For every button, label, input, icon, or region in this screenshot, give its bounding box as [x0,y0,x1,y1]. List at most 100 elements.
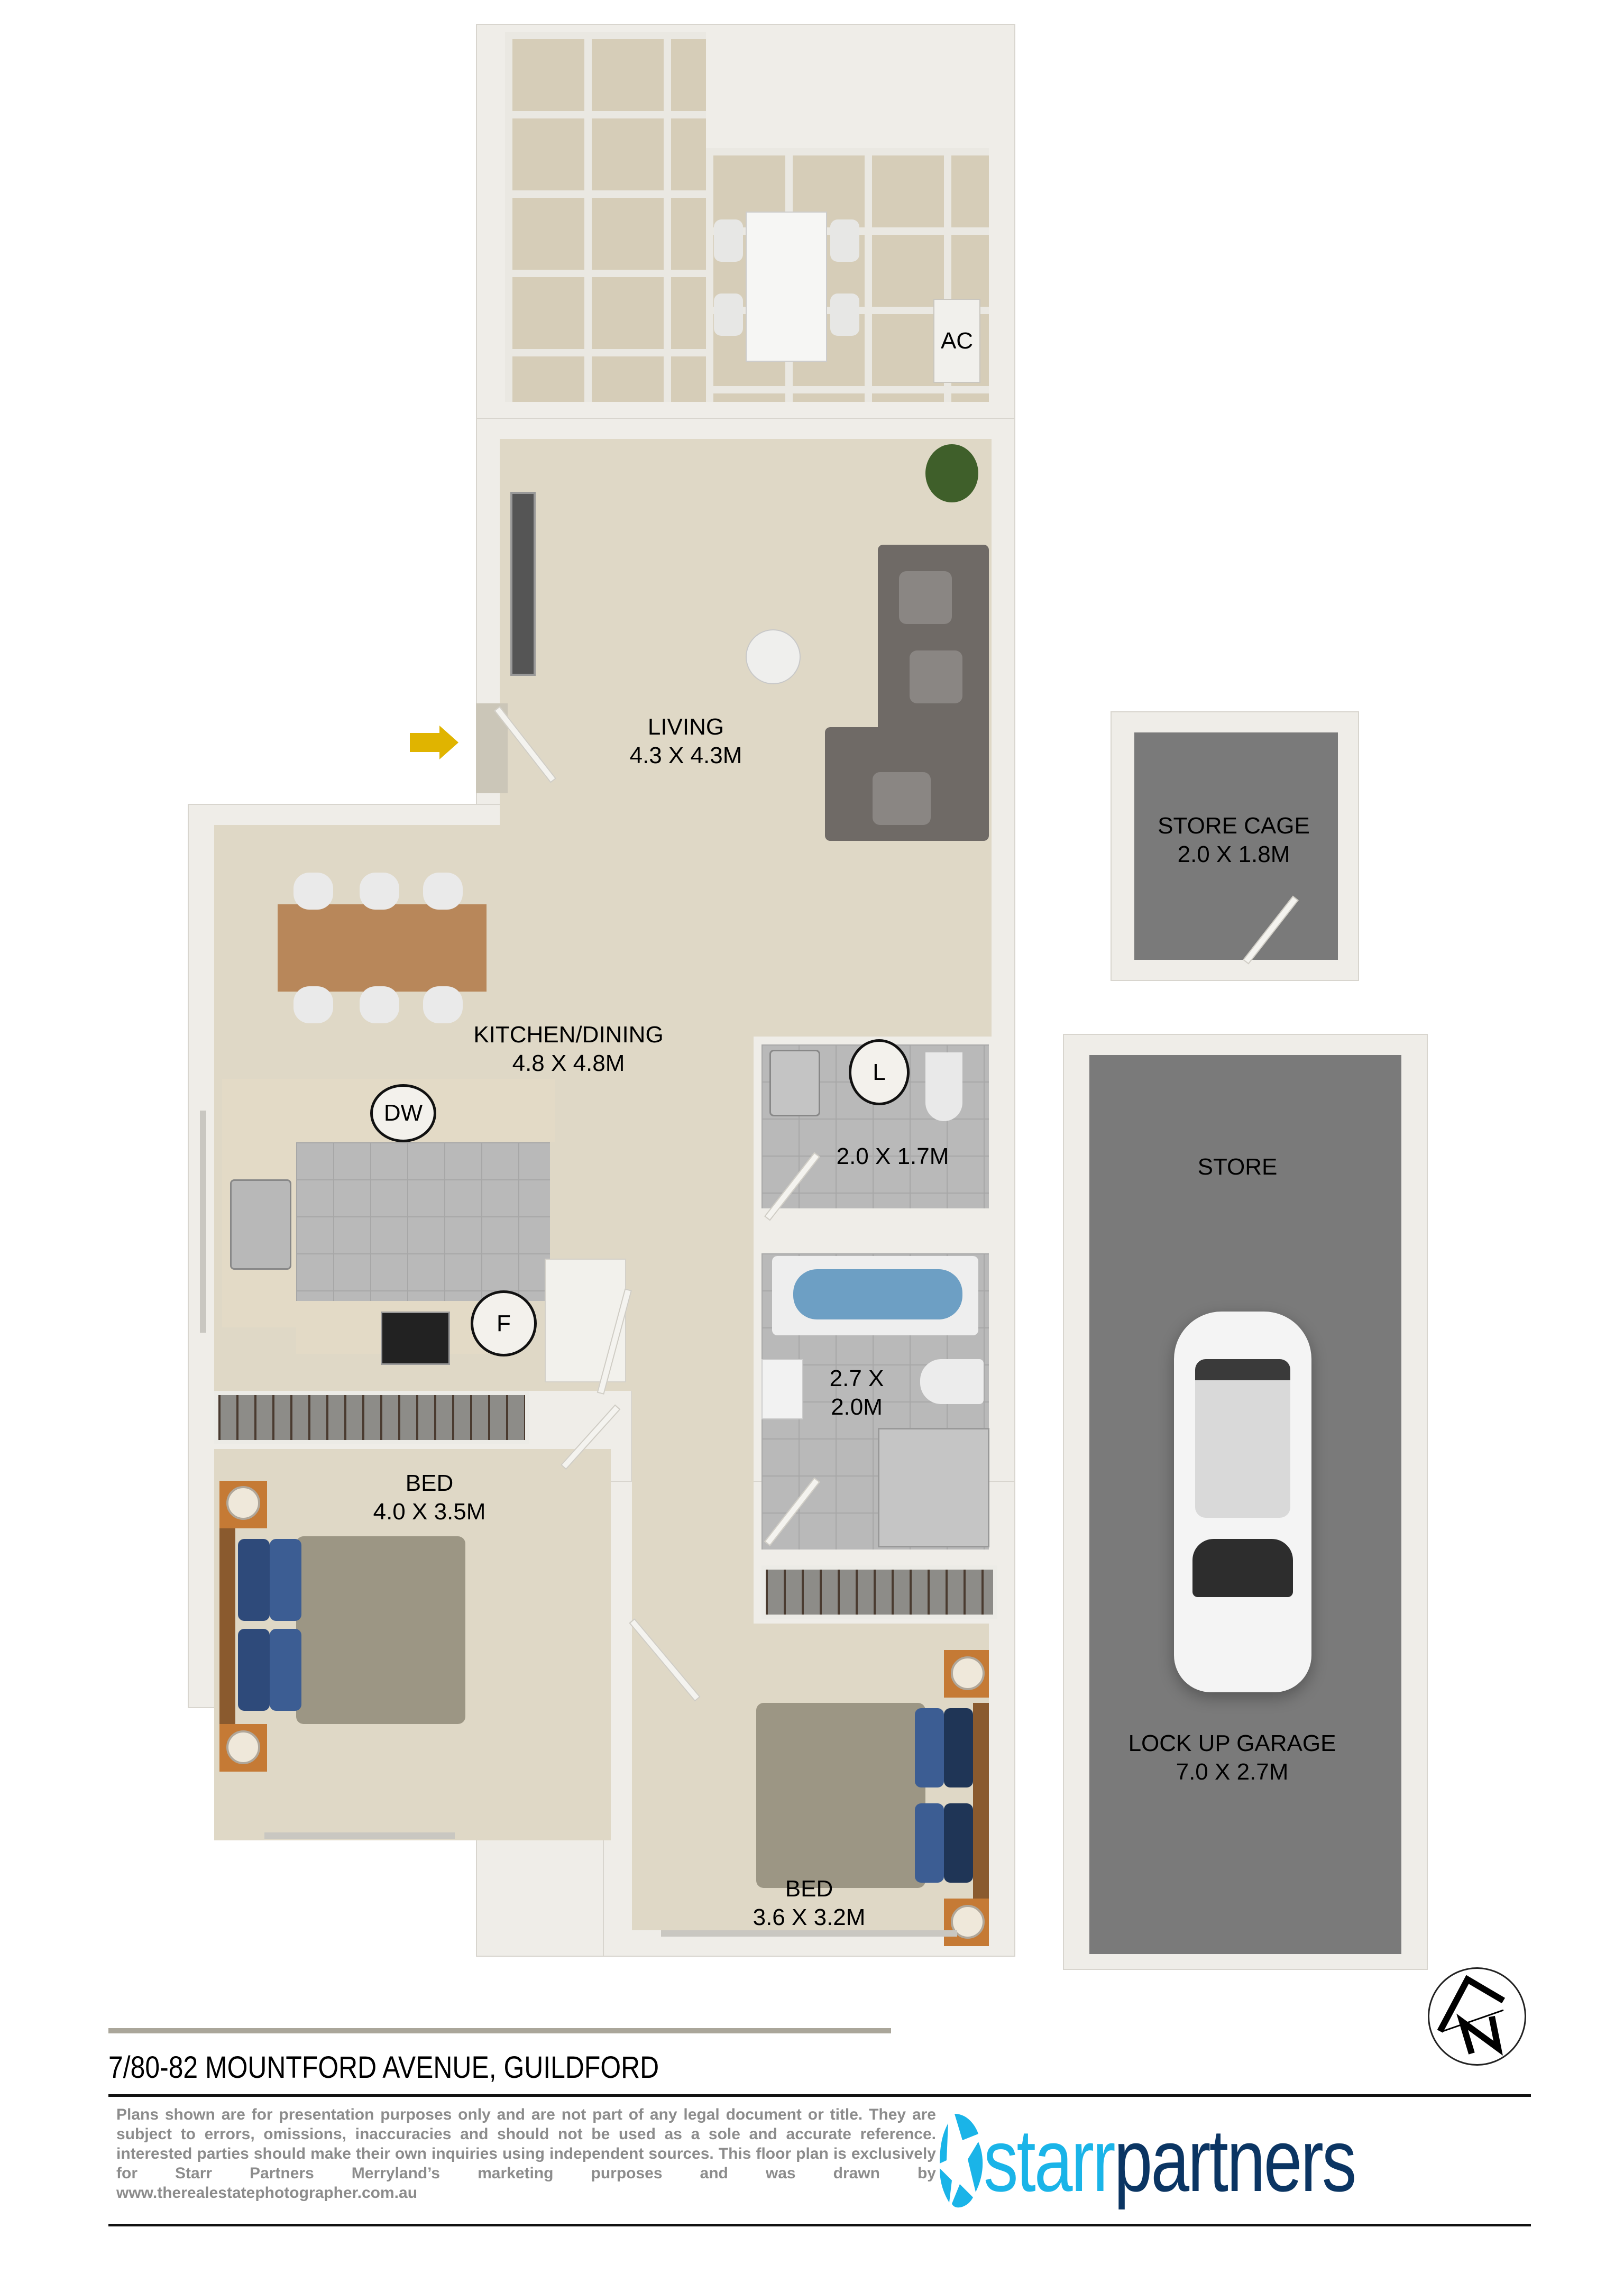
laundry-tag: L [849,1039,910,1105]
bed2-pillow [915,1803,944,1883]
north-arrow-icon [1437,1975,1506,2056]
brand-starr: starr [984,2111,1116,2210]
brand-wordmark: starrpartners [984,2111,1356,2210]
room-label-bed2: BED 3.6 X 3.2M [753,1875,866,1932]
room-dims: 2.0M [831,1394,883,1420]
fridge-label: F [497,1310,511,1336]
balcony-table [746,212,827,362]
room-dims: 4.0 X 3.5M [373,1499,486,1525]
tv-unit [510,492,536,676]
entry-arrow-icon [410,726,458,759]
dining-chair [360,986,399,1023]
bed2-duvet [756,1703,925,1888]
bathtub-basin [793,1269,962,1319]
bed2-headboard [973,1703,989,1899]
side-table [746,629,801,684]
room-dims: 2.7 X [829,1365,884,1391]
room-name: BED [405,1470,454,1496]
window-kitchen [200,1111,206,1333]
brand-partners: partners [1114,2111,1356,2210]
fridge-tag: F [471,1290,537,1356]
room-name: STORE CAGE [1158,813,1310,839]
dining-table [278,904,487,992]
dishwasher-label: DW [383,1100,423,1126]
bed1-pillow [270,1539,301,1621]
room-label-laundry: 2.0 X 1.7M [837,1142,949,1171]
star-icon [940,2114,983,2208]
cushion [873,772,931,825]
wardrobe-bed1 [214,1391,529,1444]
room-label-kitchen-dining: KITCHEN/DINING 4.8 X 4.8M [473,1021,663,1078]
lamp [226,1730,260,1764]
laundry-label: L [873,1059,886,1085]
balcony-chair [830,219,859,262]
room-dims: 2.0 X 1.8M [1177,841,1290,867]
room-label-bathroom: 2.7 X 2.0M [830,1364,884,1422]
shower [878,1428,989,1547]
lamp [226,1486,260,1520]
dining-chair [293,873,333,910]
dining-chair [293,986,333,1023]
car [1174,1312,1311,1692]
dishwasher-tag: DW [370,1084,436,1142]
car-roof [1195,1359,1290,1518]
bed2-pillow [944,1803,973,1883]
wardrobe-bed2 [761,1565,997,1619]
pantry [545,1259,626,1382]
toilet [920,1359,984,1404]
address-title: 7/80-82 MOUNTFORD AVENUE, GUILDFORD [108,2050,659,2085]
floor-plan: AC DW F L [188,24,1526,2066]
lamp [951,1656,985,1690]
store-cage-floor [1134,732,1338,960]
room-label-garage: LOCK UP GARAGE 7.0 X 2.7M [1128,1729,1336,1786]
vanity [761,1359,803,1419]
divider-bottom [108,2224,1531,2226]
dining-chair [423,873,463,910]
bed1-headboard [219,1523,235,1724]
address-underline-accent [108,2028,362,2033]
room-dims: 4.3 X 4.3M [629,742,742,768]
ac-label: AC [940,327,974,354]
room-dims: 4.8 X 4.8M [512,1050,625,1076]
ac-unit: AC [933,299,980,383]
kitchen-floor [296,1142,550,1301]
bed1-pillow [270,1629,301,1711]
balcony-chair [714,294,743,336]
window-bed2 [661,1930,957,1937]
brand-logo[interactable]: starrpartners [931,2097,1528,2218]
sink [230,1179,291,1270]
cooktop [381,1312,450,1365]
balcony-chair [714,219,743,262]
room-name: STORE [1197,1154,1278,1180]
balcony-floor [505,32,706,402]
room-label-store: STORE [1198,1153,1278,1181]
bathtub [772,1256,978,1335]
bed2-pillow [944,1708,973,1787]
room-dims: 3.6 X 3.2M [753,1904,866,1930]
bed1-pillow [238,1629,270,1711]
hallway-floor [632,1031,754,1655]
bed1-duvet [296,1536,465,1724]
room-label-living: LIVING 4.3 X 4.3M [630,713,742,770]
disclaimer-text: Plans shown are for presentation purpose… [116,2106,936,2202]
compass [1428,1967,1526,2066]
balcony-chair [830,294,859,336]
car-windscreen [1192,1539,1293,1597]
room-dims: 2.0 X 1.7M [836,1143,949,1169]
bed1-pillow [238,1539,270,1621]
room-name: LOCK UP GARAGE [1128,1730,1336,1756]
room-name: BED [785,1876,833,1902]
cushion [910,650,962,703]
room-label-bed1: BED 4.0 X 3.5M [373,1469,486,1526]
room-label-store-cage: STORE CAGE 2.0 X 1.8M [1158,812,1310,869]
bed2-pillow [915,1708,944,1787]
laundry-tub [769,1050,820,1116]
window-bed1 [264,1832,455,1839]
cushion [899,571,952,624]
dining-chair [360,873,399,910]
room-dims: 7.0 X 2.7M [1176,1759,1289,1785]
plant [925,444,978,502]
room-name: LIVING [647,714,724,740]
laundry-toilet [925,1052,962,1121]
address-underline-accent-right [362,2028,891,2033]
